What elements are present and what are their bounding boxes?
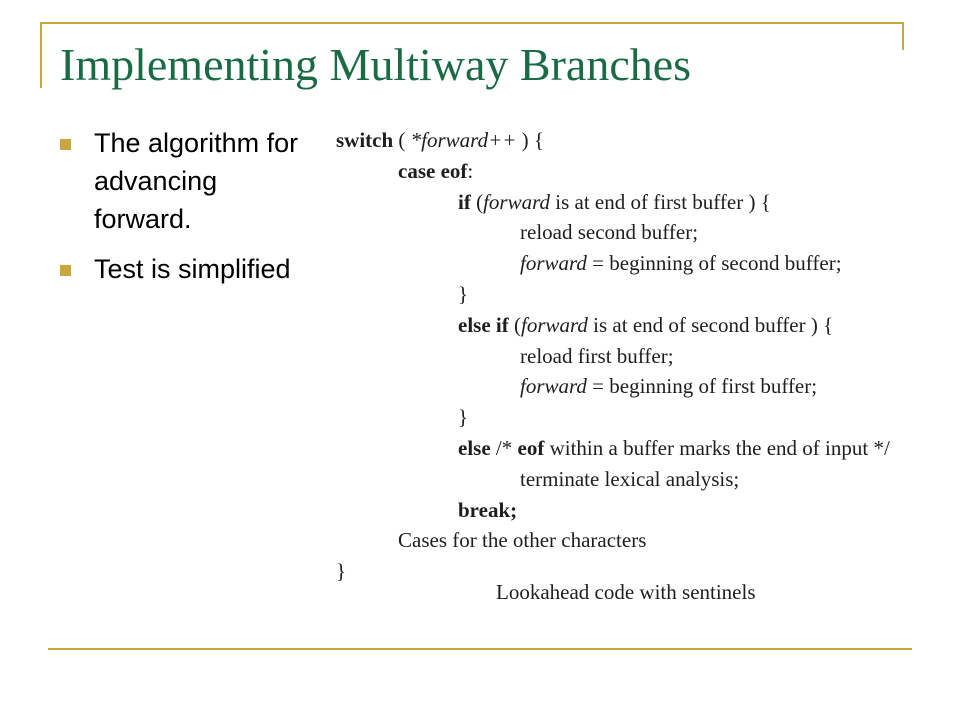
code-segment: case eof (398, 158, 468, 183)
code-segment: forward (520, 312, 588, 337)
code-segment: Cases for the other characters (398, 528, 647, 553)
code-segment: switch (336, 128, 394, 152)
code-line: else if (forward is at end of second buf… (458, 313, 833, 337)
code-line: case eof: (398, 159, 473, 183)
code-segment: break; (458, 497, 518, 522)
code-segment: if (458, 189, 471, 214)
code-line: terminate lexical analysis; (520, 467, 739, 491)
bullet-text: The algorithm for advancing forward. (94, 128, 299, 234)
code-line: reload first buffer; (520, 344, 674, 368)
code-segment: ( (508, 312, 521, 337)
code-segment: } (458, 405, 469, 430)
code-segment: terminate lexical analysis; (520, 466, 740, 491)
bullet-item: Test is simplified (60, 250, 310, 288)
code-segment: ( (470, 189, 484, 214)
code-segment: *forward++ (410, 128, 517, 152)
code-segment: reload first buffer; (520, 343, 674, 368)
square-bullet-icon (60, 265, 71, 276)
code-segment: within a buffer marks the end of input *… (544, 436, 890, 460)
code-segment: eof (517, 436, 545, 460)
code-segment: forward (520, 374, 587, 399)
code-segment: : (467, 158, 474, 183)
code-segment: else (458, 436, 491, 460)
slide-title: Implementing Multiway Branches (60, 39, 692, 90)
code-segment: is at end of first buffer ) { (550, 189, 771, 214)
code-segment: /* (490, 436, 518, 460)
frame-top-rule (40, 22, 904, 24)
frame-bottom-rule (48, 648, 912, 650)
code-line: Cases for the other characters (398, 528, 646, 552)
code-line: forward = beginning of second buffer; (520, 251, 842, 275)
square-bullet-icon (60, 139, 71, 150)
code-figure: switch ( *forward++ ) {case eof:if (forw… (336, 128, 936, 608)
code-segment: } (458, 282, 469, 306)
code-line: else /* eof within a buffer marks the en… (458, 436, 890, 460)
code-line: switch ( *forward++ ) { (336, 128, 544, 152)
code-line: } (336, 559, 346, 583)
code-line: forward = beginning of first buffer; (520, 374, 817, 398)
code-segment: } (336, 559, 347, 584)
code-line: reload second buffer; (520, 220, 698, 244)
bullet-item: The algorithm for advancing forward. (60, 124, 310, 238)
code-segment: else if (458, 312, 509, 337)
bullet-text: Test is simplified (94, 254, 291, 284)
code-segment: ( (393, 128, 411, 152)
figure-caption: Lookahead code with sentinels (496, 580, 756, 604)
code-segment: ) { (516, 128, 544, 152)
code-segment: = beginning of second buffer; (586, 251, 842, 276)
code-line: } (458, 282, 468, 306)
code-segment: = beginning of first buffer; (586, 374, 818, 399)
frame-right-rule (902, 22, 904, 50)
frame-left-rule (40, 22, 42, 88)
code-segment: is at end of second buffer ) { (587, 312, 834, 337)
code-segment: forward (483, 189, 550, 214)
code-line: break; (458, 498, 517, 522)
code-segment: reload second buffer; (520, 220, 699, 245)
code-line: if (forward is at end of first buffer ) … (458, 190, 771, 214)
code-line: } (458, 405, 468, 429)
code-segment: forward (520, 251, 587, 276)
bullet-list: The algorithm for advancing forward. Tes… (60, 124, 310, 300)
